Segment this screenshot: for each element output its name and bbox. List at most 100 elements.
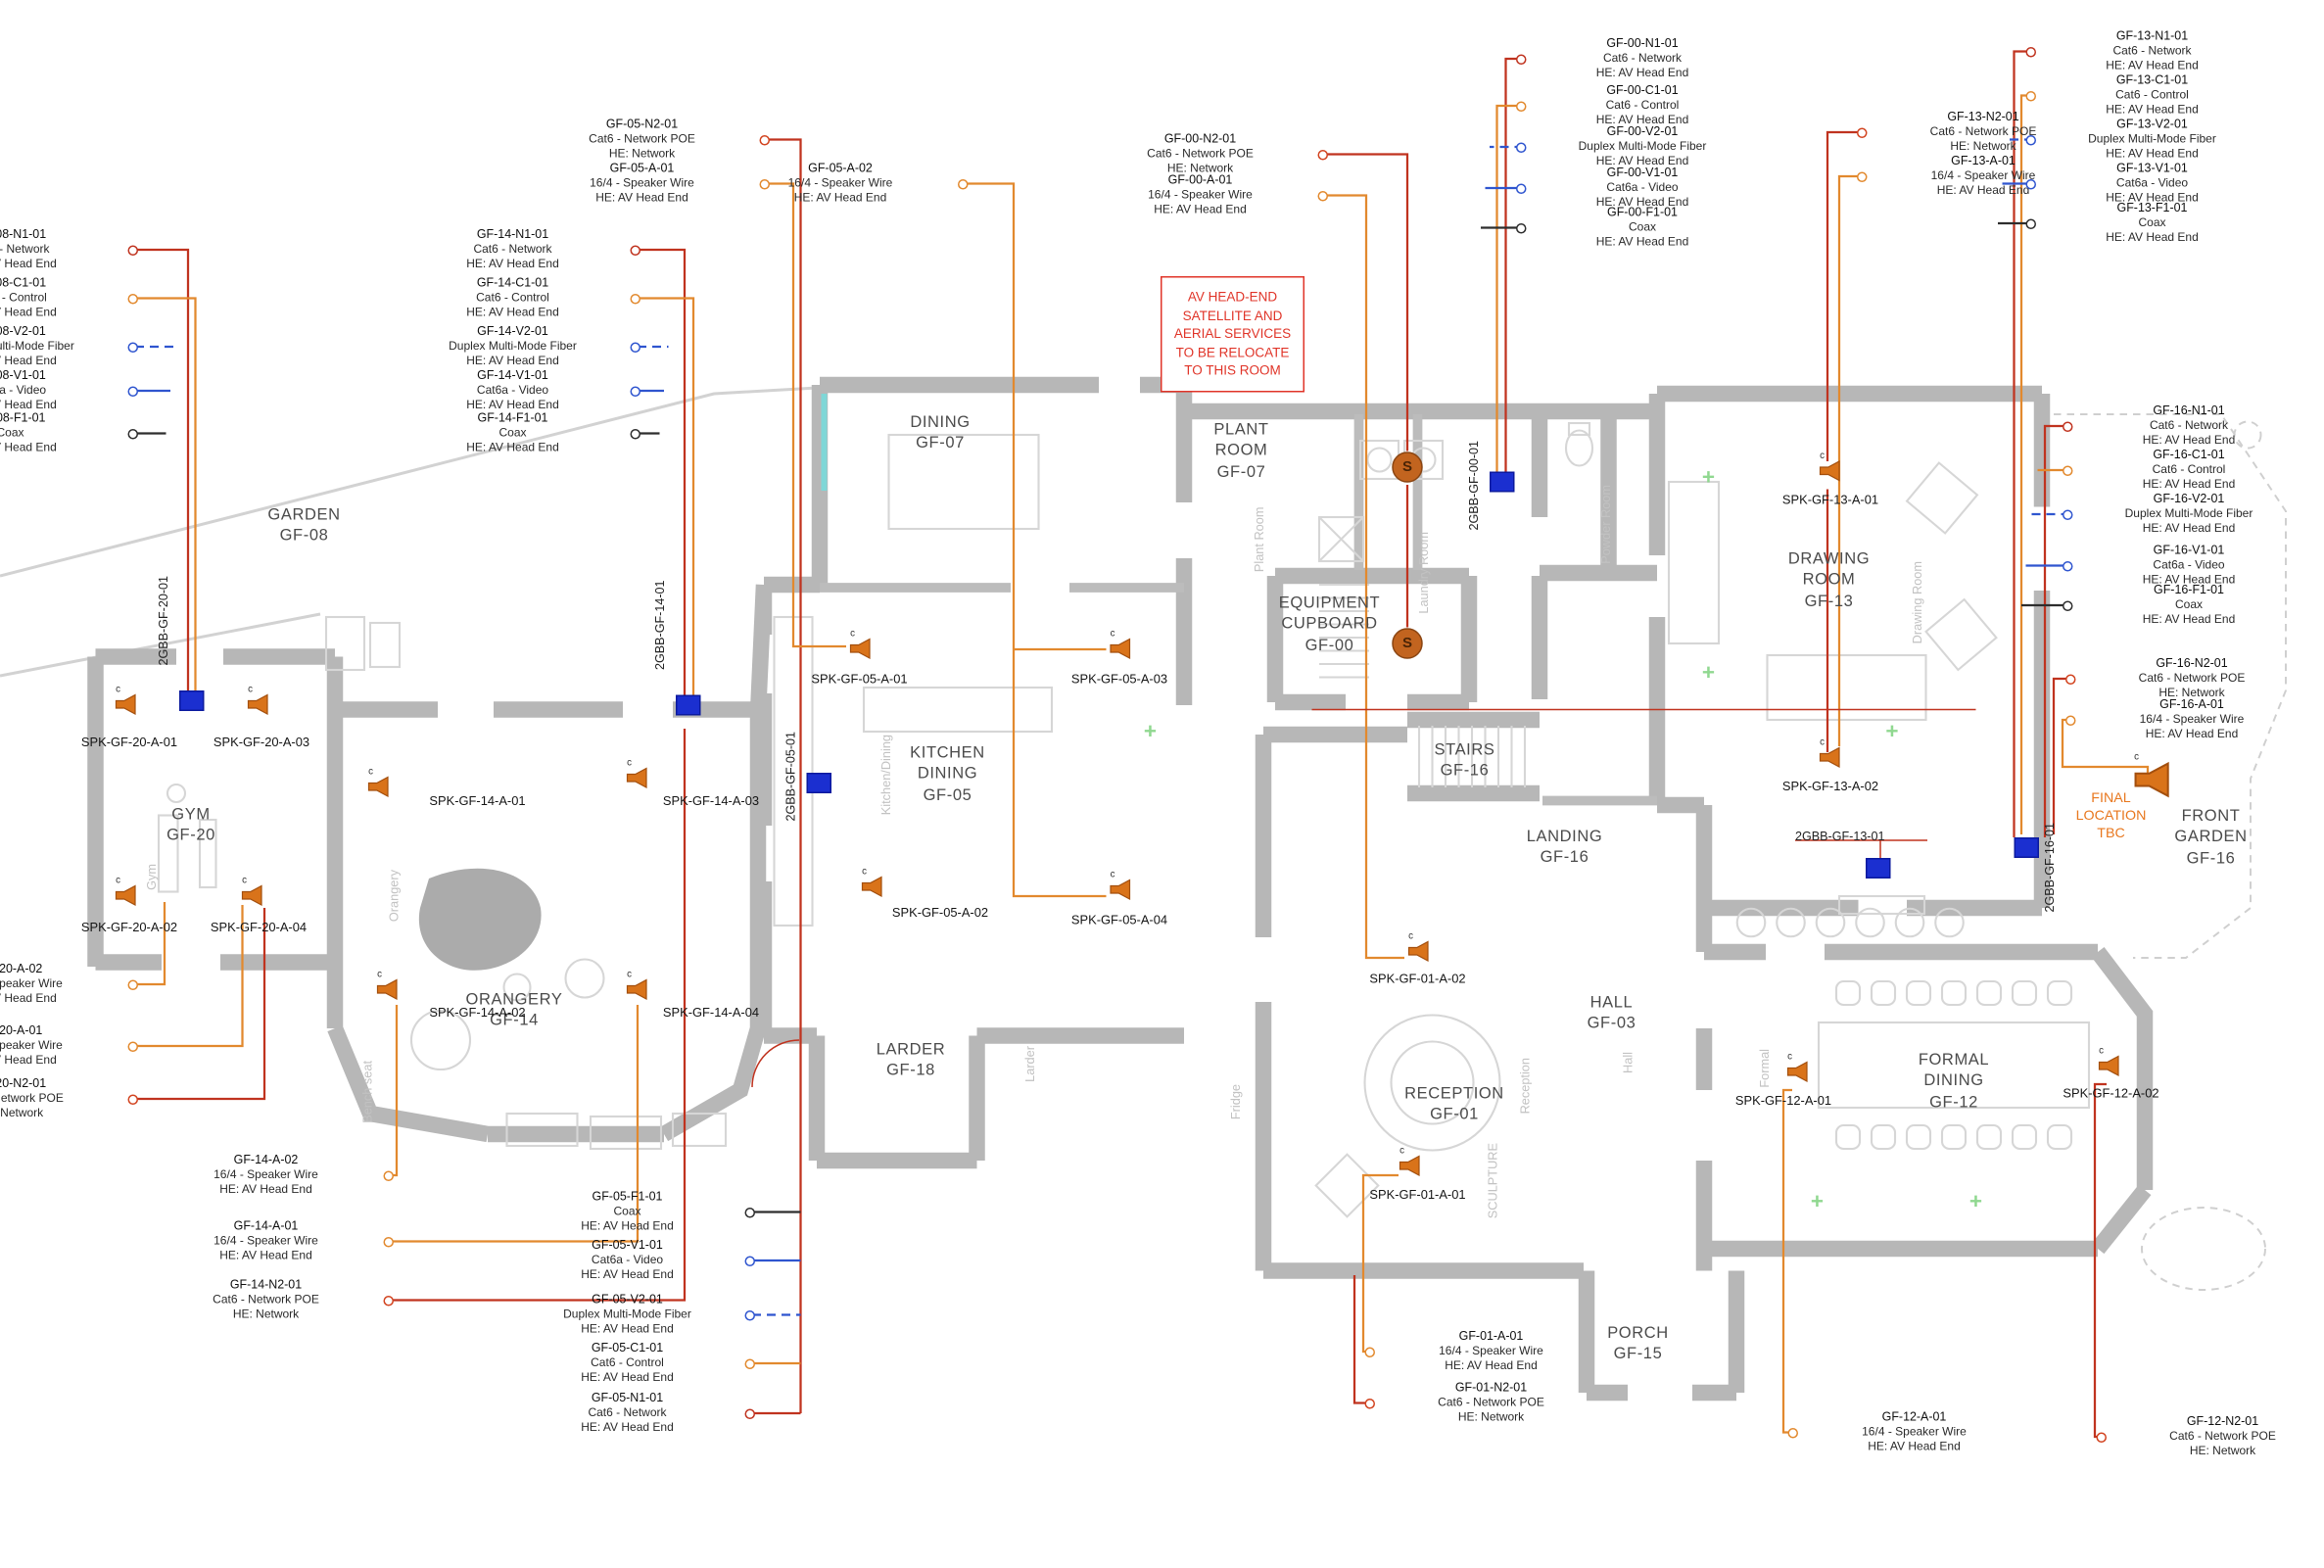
- cable-type: Duplex Multi-Mode Fiber: [563, 1307, 691, 1321]
- cable-id: GF-08-C1-01: [0, 274, 47, 290]
- cable-destination: HE: AV Head End: [1445, 1357, 1538, 1372]
- cable-destination: HE: Network: [2158, 685, 2225, 699]
- av-panel-2gbb-gf-16-01: [2014, 837, 2039, 858]
- cable-id: GF-00-C1-01: [1606, 82, 1679, 97]
- cable-destination: HE: AV Head End: [2142, 611, 2236, 626]
- speaker-glyph: [1819, 460, 1840, 482]
- cable-type: Cat6 - Network POE: [0, 1091, 64, 1105]
- cable-type: Cat6 - Control: [476, 290, 549, 305]
- cable-destination: HE: Network: [608, 146, 676, 160]
- room-id: GF-16: [1440, 762, 1490, 781]
- cable-destination: HE: AV Head End: [2106, 190, 2199, 204]
- speaker-glyph: [1786, 1061, 1808, 1082]
- cable-id: GF-05-N2-01: [605, 116, 679, 131]
- cable-destination: HE: AV Head End: [466, 353, 559, 367]
- cable-id: GF-16-V2-01: [2153, 491, 2225, 505]
- cable-id: GF-01-A-01: [1458, 1328, 1524, 1343]
- cable-id: GF-13-F1-01: [2116, 200, 2188, 214]
- cable-id: GF-00-V1-01: [1606, 165, 1679, 179]
- cable-destination: HE: AV Head End: [2106, 58, 2199, 71]
- cable-id: GF-05-V2-01: [592, 1291, 663, 1307]
- speaker-circuit-mark: c: [1110, 870, 1115, 880]
- speaker-label-spk-gf-14-a-02: SPK-GF-14-A-02: [429, 1005, 526, 1020]
- speaker-glyph: [247, 693, 268, 715]
- room-annotation-gym: Gym: [144, 864, 159, 890]
- speaker-circuit-mark: c: [2099, 1046, 2104, 1057]
- cable-type: Coax: [0, 425, 24, 440]
- cable-connector-dot: [126, 385, 138, 397]
- speaker-circuit-mark: c: [116, 685, 120, 695]
- cable-connector-dot: [2024, 178, 2036, 189]
- speaker-circuit-mark: c: [1399, 1146, 1404, 1157]
- cable-destination: HE: AV Head End: [0, 440, 57, 453]
- cable-type: Cat6 - Control: [591, 1355, 664, 1369]
- cable-id: GF-16-F1-01: [2154, 582, 2224, 596]
- speaker-label-spk-gf-01-a-01: SPK-GF-01-A-01: [1369, 1187, 1466, 1202]
- cable-connector-dot: [743, 1207, 755, 1217]
- cable-connector-dot: [629, 341, 640, 353]
- cable-id: GF-00-N1-01: [1606, 35, 1679, 50]
- cable-connector-dot: [1316, 149, 1328, 160]
- cable-connector-dot: [629, 428, 640, 439]
- cable-id: GF-05-F1-01: [592, 1188, 663, 1204]
- cable-destination: HE: AV Head End: [0, 353, 57, 367]
- cable-destination: HE: AV Head End: [466, 256, 559, 270]
- cable-connector-dot: [2062, 560, 2072, 571]
- cable-destination: HE: Network: [1457, 1409, 1525, 1423]
- cable-type: Cat6 - Control: [2152, 462, 2226, 476]
- cable-connector-dot: [2024, 46, 2036, 57]
- room-id: GF-01: [1430, 1106, 1479, 1124]
- cable-connector-dot: [1363, 1346, 1375, 1357]
- cable-type: Cat6a - Video: [591, 1253, 664, 1266]
- room-name: EQUIPMENT CUPBOARD: [1278, 594, 1381, 634]
- speaker-glyph: [1819, 746, 1840, 768]
- speaker-label-spk-gf-05-a-01: SPK-GF-05-A-01: [811, 671, 908, 687]
- cable-connector-dot: [1363, 1398, 1375, 1408]
- cable-id: GF-12-A-01: [1881, 1408, 1947, 1424]
- speaker-circuit-mark: c: [1820, 737, 1825, 748]
- room-name: RECEPTION: [1404, 1085, 1504, 1104]
- speaker-circuit-mark: c: [850, 629, 855, 640]
- cable-destination: HE: AV Head End: [1154, 202, 1247, 215]
- speaker-circuit-mark: c: [242, 876, 247, 886]
- cable-type: Duplex Multi-Mode Fiber: [0, 339, 74, 353]
- cable-type: Coax: [498, 425, 527, 440]
- cable-connector-dot: [2095, 1431, 2107, 1443]
- cable-destination: HE: AV Head End: [1868, 1439, 1961, 1452]
- speaker-circuit-mark: c: [627, 970, 632, 980]
- cable-connector-dot: [2024, 90, 2036, 101]
- cable-type: 16/4 - Speaker Wire: [1148, 187, 1253, 202]
- cable-destination: HE: Network: [2189, 1443, 2256, 1457]
- cable-connector-dot: [2064, 714, 2075, 726]
- cable-id: GF-14-N1-01: [476, 226, 549, 241]
- speaker-glyph: [241, 884, 262, 906]
- garden-boundary: [0, 386, 818, 678]
- cable-type: Coax: [1628, 219, 1657, 234]
- speaker-glyph: [2098, 1055, 2119, 1076]
- cable-destination: HE: AV Head End: [2145, 726, 2239, 740]
- room-annotation-laundry-room: Laundry Room: [1416, 532, 1431, 614]
- speaker-label-spk-gf-20-a-04: SPK-GF-20-A-04: [210, 920, 308, 934]
- speaker-label-spk-gf-13-a-02: SPK-GF-13-A-02: [1781, 779, 1879, 793]
